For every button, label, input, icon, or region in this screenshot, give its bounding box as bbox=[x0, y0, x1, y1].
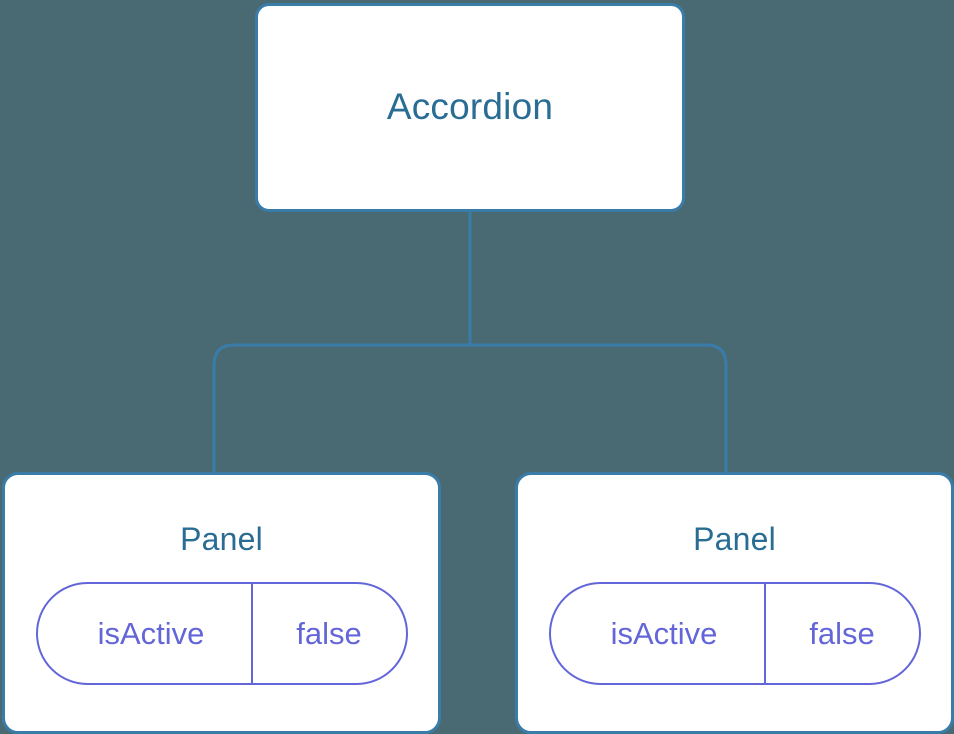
node-accordion-title: Accordion bbox=[386, 86, 554, 128]
node-accordion[interactable]: Accordion bbox=[255, 3, 685, 212]
node-panel-right[interactable]: Panel isActive false bbox=[515, 472, 954, 734]
node-panel-left-title: Panel bbox=[180, 521, 263, 557]
state-value-label: false bbox=[763, 584, 919, 684]
connector-to-panel-left bbox=[212, 343, 470, 474]
node-panel-right-title: Panel bbox=[693, 521, 776, 557]
node-panel-left[interactable]: Panel isActive false bbox=[2, 472, 441, 734]
state-badge-panel-right[interactable]: isActive false bbox=[548, 582, 921, 686]
state-key-label: isActive bbox=[97, 616, 205, 652]
state-key-label: isActive bbox=[610, 616, 718, 652]
connector-to-panel-right bbox=[470, 343, 728, 474]
state-value-label: false bbox=[250, 584, 406, 684]
state-badge-panel-left[interactable]: isActive false bbox=[35, 582, 408, 686]
